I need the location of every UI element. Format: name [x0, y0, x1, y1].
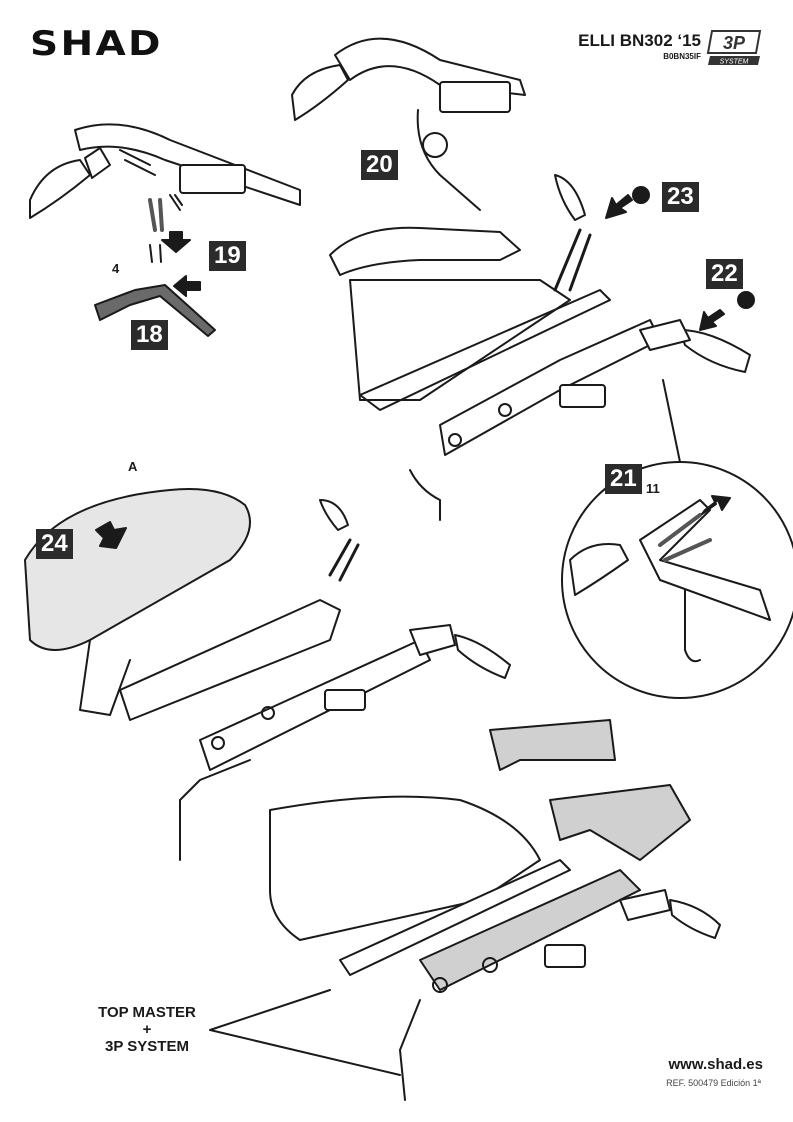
product-label-line2: + — [142, 1021, 152, 1038]
callout-a: A — [128, 459, 138, 474]
arrow-left-icon — [605, 194, 633, 219]
step-19-badge: 19 — [209, 241, 246, 271]
step-18-badge: 18 — [131, 320, 168, 350]
brand-logo: SHAD — [30, 24, 163, 64]
step-24-badge: 24 — [36, 529, 73, 559]
step-22-badge: 22 — [706, 259, 743, 289]
product-label-line3: 3P SYSTEM — [105, 1038, 189, 1055]
arrow-left-icon — [173, 275, 201, 297]
product-label-line1: TOP MASTER — [98, 1004, 196, 1021]
website-link[interactable]: www.shad.es — [668, 1056, 763, 1073]
reference-number: REF. 500479 Edición 1ª — [666, 1078, 761, 1088]
model-title: ELLI BN302 ‘15 — [578, 31, 701, 50]
callout-11: 11 — [646, 481, 660, 496]
badge-main-text: 3P — [723, 33, 746, 53]
arrow-down-icon — [95, 521, 127, 549]
step-20-badge: 20 — [361, 150, 398, 180]
arrow-right-icon — [701, 495, 731, 515]
product-label: TOP MASTER + 3P SYSTEM — [72, 1004, 222, 1055]
badge-sub-text: SYSTEM — [720, 59, 749, 66]
wire-connector-icon — [94, 284, 216, 337]
arrow-left-icon — [699, 309, 725, 331]
checkmark-icon — [632, 186, 650, 204]
checkmark-icon — [737, 291, 755, 309]
turn-signal-icon — [29, 159, 91, 219]
step-23-badge: 23 — [662, 182, 699, 212]
seat-cushion — [24, 488, 251, 651]
callout-4: 4 — [112, 261, 120, 276]
3p-system-badge-icon: 3P SYSTEM — [706, 30, 762, 66]
part-number: B0BN35IF — [663, 52, 701, 61]
step-21-badge: 21 — [605, 464, 642, 494]
arrow-down-icon — [161, 231, 191, 253]
